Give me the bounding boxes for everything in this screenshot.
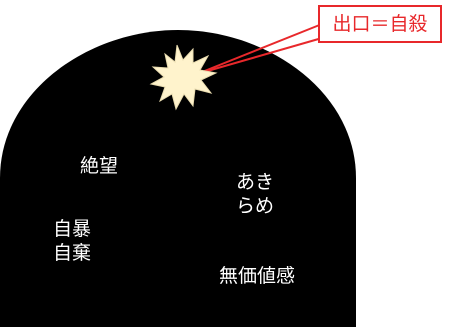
word-worthlessness: 無価値感 [219,264,295,288]
tunnel-arch [0,30,356,327]
word-despair: 絶望 [80,154,118,178]
word-resignation: あき らめ [236,170,274,218]
callout-leader-line-2 [196,37,323,75]
word-resignation-line1: あき [236,171,275,193]
word-resignation-line2: らめ [236,195,275,217]
word-self-abandonment-line2: 自棄 [53,242,92,264]
starburst-icon [149,44,218,111]
word-self-abandonment-line1: 自暴 [53,218,92,240]
word-worthlessness-text: 無価値感 [219,265,296,287]
word-self-abandonment: 自暴 自棄 [53,217,91,265]
exit-callout-label: 出口＝自殺 [318,5,442,43]
word-despair-text: 絶望 [80,155,119,177]
callout-leader-line [196,23,323,75]
